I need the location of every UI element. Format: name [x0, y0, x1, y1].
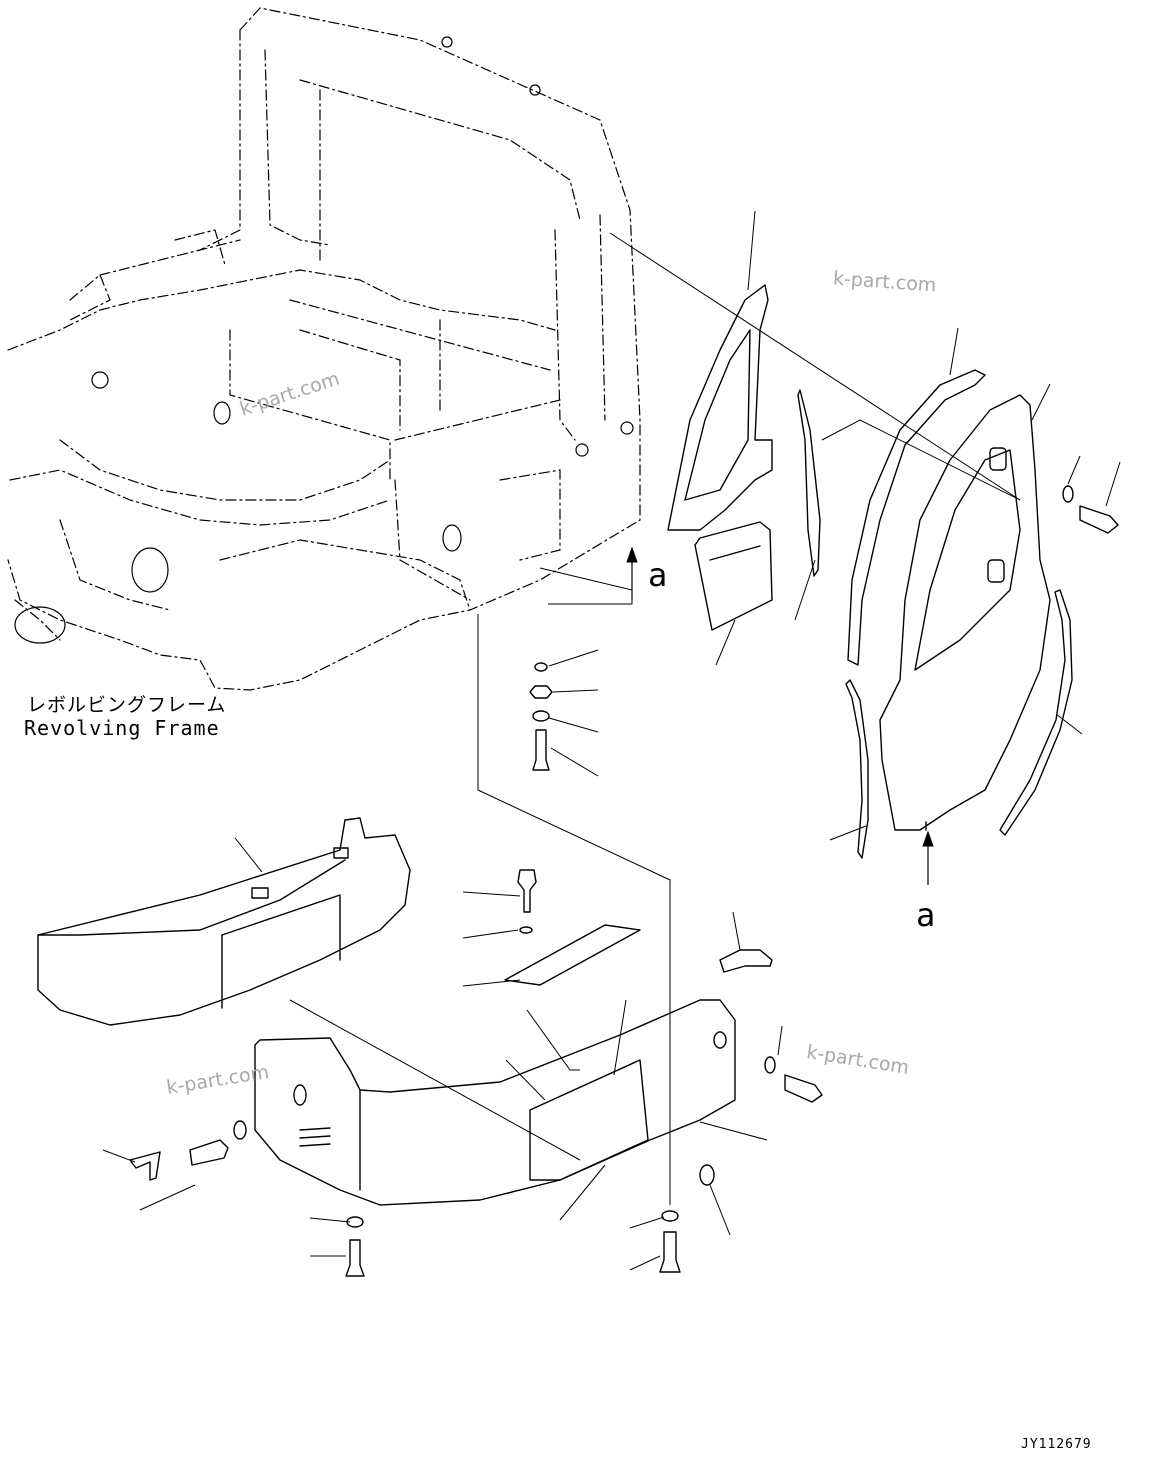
- counterweight-front: [254, 999, 736, 1206]
- view-marker-top: a: [648, 556, 668, 594]
- bolt-bottom-right: [659, 1164, 715, 1273]
- view-arrow-top: [626, 546, 638, 600]
- bolt-bottom-left: [345, 1216, 365, 1277]
- seal-strip-large: [847, 369, 986, 666]
- hardware-stack-center: [529, 662, 553, 771]
- frame-label-en: Revolving Frame: [24, 716, 220, 740]
- cover-plate-small: [694, 521, 773, 631]
- side-door-panel: [879, 394, 1051, 831]
- revolving-frame: [7, 7, 641, 691]
- view-marker-right: a: [916, 896, 936, 934]
- seal-strip-thin: [797, 389, 821, 577]
- bolt-top-center: [517, 869, 537, 934]
- rubber-trim-curve: [999, 589, 1073, 836]
- bolt-right: [764, 1056, 823, 1103]
- frame-label-jp: レボルビングフレーム: [27, 694, 227, 716]
- counterweight-rear: [37, 817, 411, 1026]
- frame-bolts: [14, 36, 634, 644]
- side-cover-left-panel: [667, 284, 773, 531]
- bolt-left: [129, 1120, 247, 1181]
- rubber-trim-small: [845, 679, 869, 859]
- shim-plate: [504, 924, 641, 986]
- hose-elbow: [719, 949, 773, 973]
- view-arrow-right: [922, 830, 934, 885]
- leader-lines: [102, 210, 1121, 1271]
- door-washer-bolt: [1062, 485, 1119, 534]
- drawing-number: JY112679: [1021, 1437, 1092, 1452]
